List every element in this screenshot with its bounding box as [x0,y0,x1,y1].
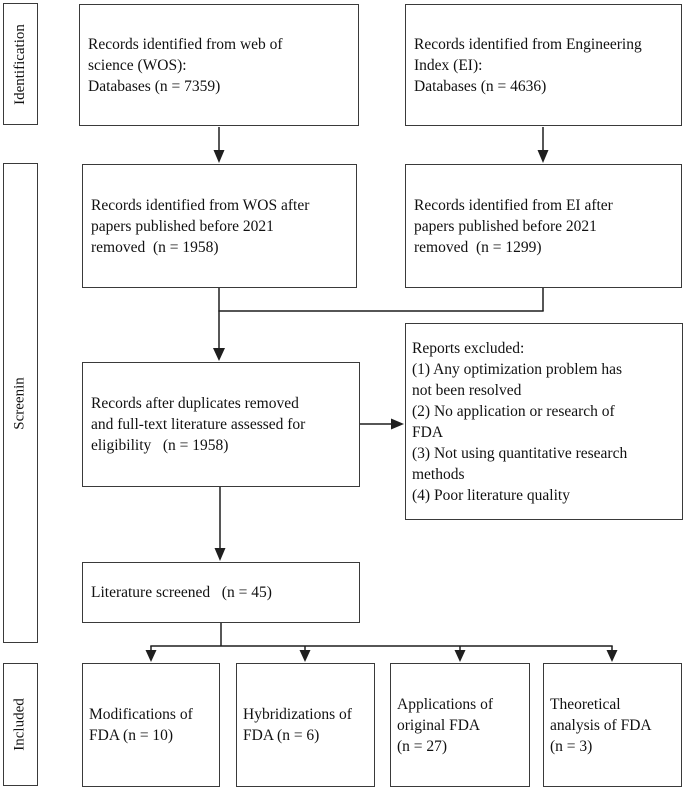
arrowhead-theoretical [606,650,618,662]
box-literature-screened-text: Literature screened (n = 45) [91,584,272,601]
box-records-ei-identified-text: Records identified from Engineering Inde… [414,35,642,95]
arrowhead-modifications [145,650,157,662]
arrowhead-hybridizations [299,650,311,662]
box-hybridizations: Hybridizations of FDA (n = 6) [236,663,375,787]
box-modifications-text: Modifications of FDA (n = 10) [89,706,193,744]
box-records-ei-filtered: Records identified from EI after papers … [405,164,682,288]
box-reports-excluded-text: Reports excluded: (1) Any optimization p… [412,339,628,504]
box-records-wos-filtered-text: Records identified from WOS after papers… [91,196,310,256]
box-applications-text: Applications of original FDA (n = 27) [397,695,493,755]
stage-screening: Screenin [3,163,38,643]
box-records-wos-identified-text: Records identified from web of science (… [88,35,283,95]
box-theoretical-analysis-text: Theoretical analysis of FDA (n = 3) [550,695,652,755]
box-theoretical-analysis: Theoretical analysis of FDA (n = 3) [543,663,682,787]
stage-identification-label: Identification [12,23,28,105]
arrowhead-applications [454,650,466,662]
arrowhead-screened [214,548,226,561]
stage-included: Included [3,663,38,786]
box-applications: Applications of original FDA (n = 27) [390,663,530,787]
stage-screening-label: Screenin [12,376,29,430]
stage-identification: Identification [3,3,38,125]
box-records-wos-filtered: Records identified from WOS after papers… [82,164,357,288]
arrowhead-ei2 [537,150,549,163]
stage-included-label: Included [12,698,29,751]
box-records-wos-identified: Records identified from web of science (… [79,4,359,126]
box-hybridizations-text: Hybridizations of FDA (n = 6) [243,706,352,744]
box-records-ei-identified: Records identified from Engineering Inde… [405,4,682,126]
box-reports-excluded: Reports excluded: (1) Any optimization p… [405,323,683,520]
arrowhead-wos2 [213,150,225,163]
box-modifications: Modifications of FDA (n = 10) [82,663,220,787]
box-literature-screened: Literature screened (n = 45) [82,562,360,623]
arrowhead-duplicates [213,348,225,361]
arrowhead-excluded [391,418,404,430]
box-duplicates-removed: Records after duplicates removed and ful… [82,362,360,487]
box-duplicates-removed-text: Records after duplicates removed and ful… [91,395,306,454]
box-records-ei-filtered-text: Records identified from EI after papers … [414,196,613,256]
